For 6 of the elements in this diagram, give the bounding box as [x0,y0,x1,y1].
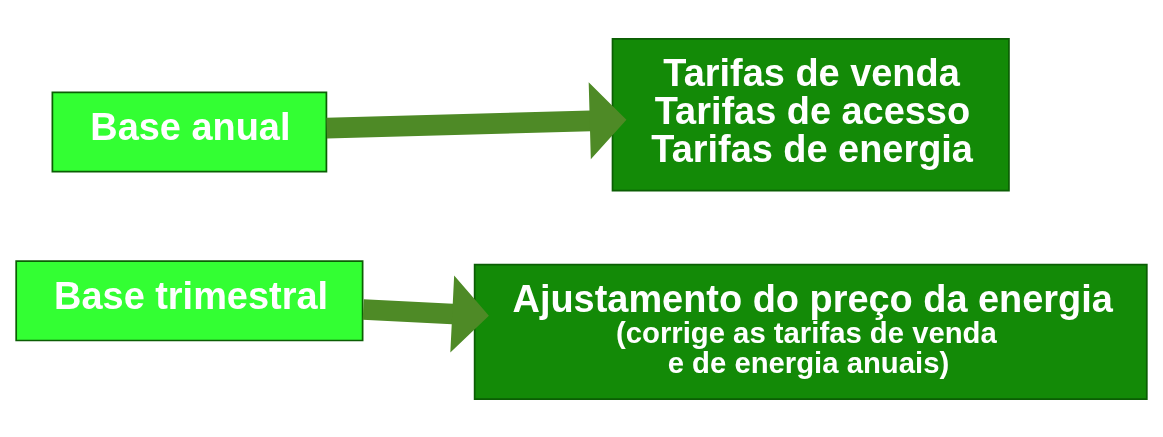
node-box: Tarifas de venda Tarifas de acesso Tarifas de energia [611,37,1010,191]
node-box: Ajustamento do preço da energia (corrige as tarifas de venda e de energia anuais) [473,263,1148,400]
arrow [326,81,627,159]
node-box: Base trimestral [15,259,364,341]
arrow [362,275,489,352]
node-box: Base anual [51,90,328,172]
